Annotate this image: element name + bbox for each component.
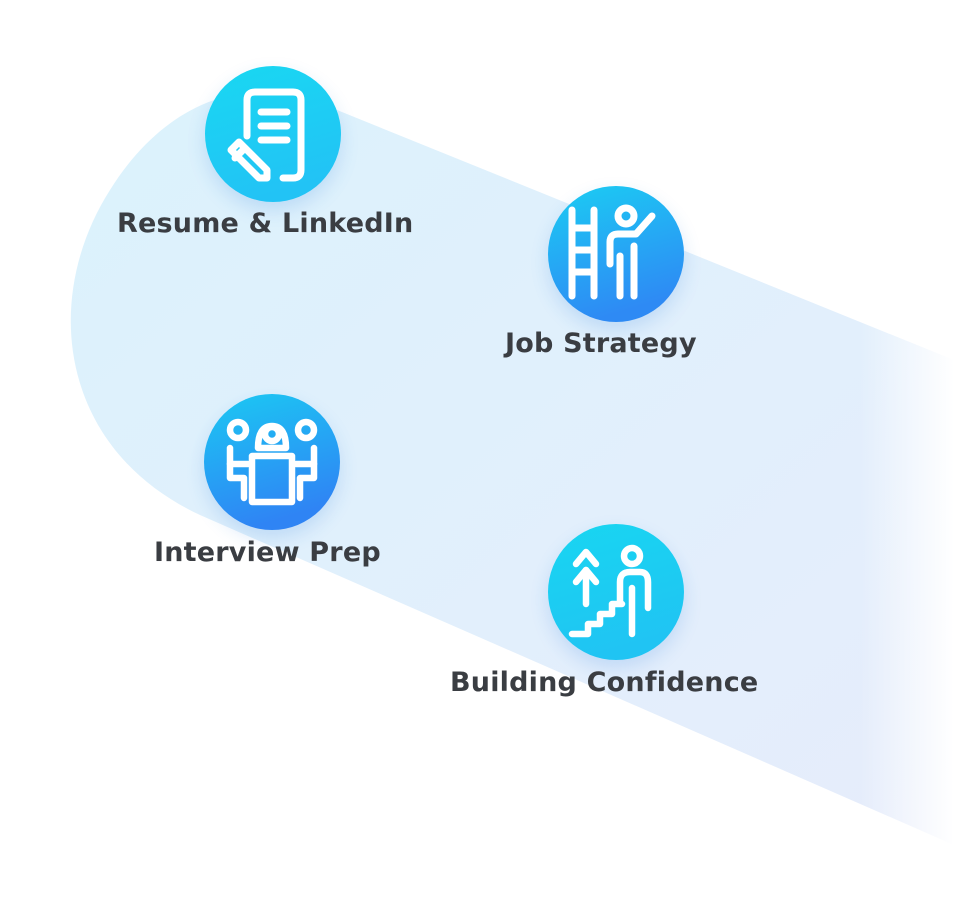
stairs-climb-icon <box>548 524 684 660</box>
job-strategy-node <box>548 186 684 322</box>
resume-node <box>205 66 341 202</box>
ladder-person-icon <box>548 186 684 322</box>
interview-table-icon <box>204 394 340 530</box>
band-shape <box>70 91 954 845</box>
job-strategy-label: Job Strategy <box>505 328 697 359</box>
resume-label: Resume & LinkedIn <box>117 208 414 239</box>
interview-prep-label: Interview Prep <box>154 537 381 568</box>
band-right-fade <box>860 300 954 898</box>
interview-prep-node <box>204 394 340 530</box>
building-confidence-label: Building Confidence <box>450 667 759 698</box>
building-confidence-node <box>548 524 684 660</box>
resume-pencil-icon <box>205 66 341 202</box>
